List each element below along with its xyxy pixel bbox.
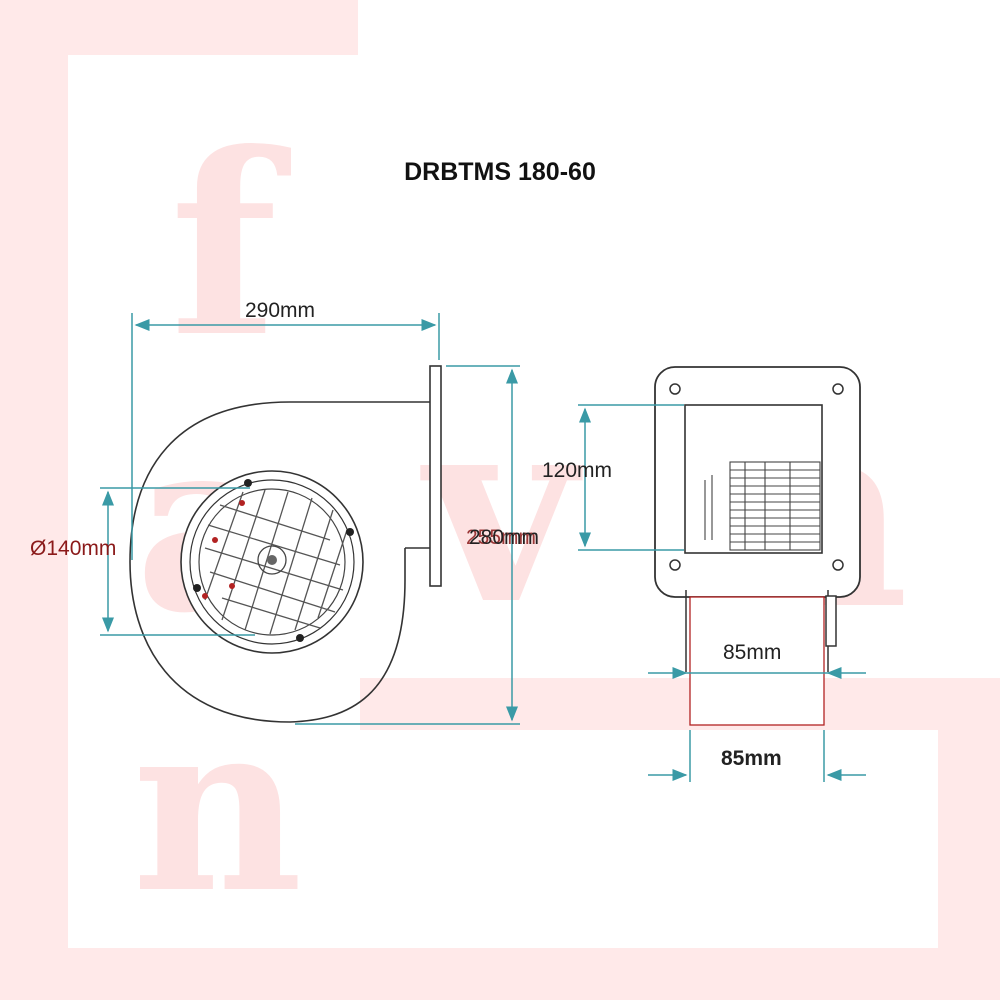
inlet-inner-ring — [189, 479, 355, 645]
watermark-letter-n-bottom: n — [132, 669, 303, 945]
dimension-lines-side — [100, 313, 520, 725]
inlet-grille-ring — [198, 488, 346, 636]
width-label: 290mm — [245, 299, 316, 322]
height-overlay-label: 255mm — [466, 526, 537, 549]
outlet-height-label: 120mm — [542, 459, 613, 482]
inlet-grille — [204, 489, 348, 635]
outlet-flange — [429, 365, 442, 587]
front-housing-body — [689, 596, 825, 726]
front-housing-sides — [685, 590, 837, 672]
watermark-frame-left — [0, 0, 68, 1000]
diagram-title: DRBTMS 180-60 — [404, 158, 596, 186]
watermark-frame-bottom — [0, 948, 1000, 1000]
base-width-label: 85mm — [721, 747, 782, 770]
watermark-frame-right — [938, 678, 1000, 1000]
inlet-diameter-label: Ø140mm — [30, 537, 117, 560]
dimension-lines-front — [578, 404, 866, 782]
accent-marks — [202, 500, 245, 599]
watermark-letter-v: v — [425, 357, 577, 662]
outlet-width-label: 85mm — [723, 641, 782, 664]
watermark-frame-band — [360, 678, 1000, 730]
flange-holes — [669, 383, 844, 571]
height-label: 280mm — [469, 526, 540, 549]
impeller-blades — [704, 461, 821, 551]
inlet-screws — [193, 479, 354, 642]
motor-hub — [257, 545, 287, 575]
scroll-housing — [129, 401, 430, 723]
front-outlet-opening — [684, 404, 823, 554]
motor-hub-center — [267, 555, 277, 565]
